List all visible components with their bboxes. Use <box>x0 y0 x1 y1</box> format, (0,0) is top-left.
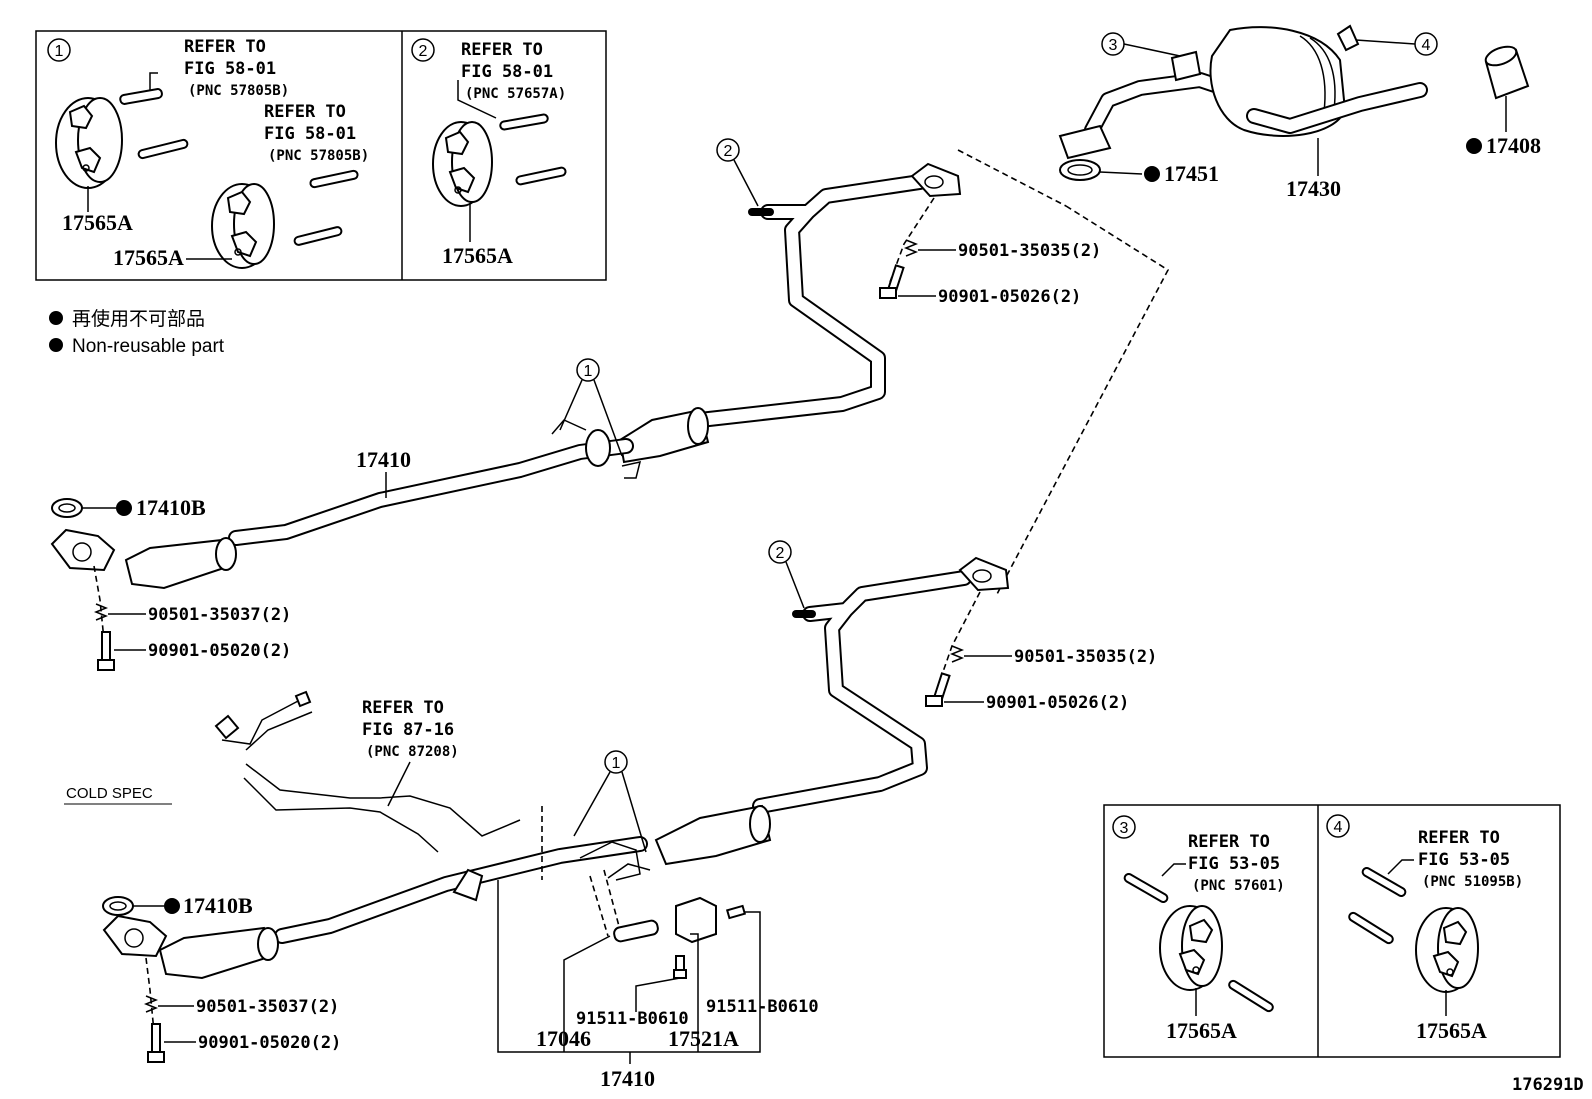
inset-1: 1 REFER TO FIG 58-01 (PNC 57805B) REFER … <box>47 37 369 270</box>
bolt-icon <box>879 264 905 299</box>
legend: 再使用不可部品 Non-reusable part <box>49 308 225 357</box>
rubber-hanger-icon <box>432 121 493 207</box>
inset-4-number: 4 <box>1334 819 1343 836</box>
upper-callout-4: 4 <box>1422 37 1431 54</box>
inset-2-ref-line1: REFER TO <box>461 40 543 60</box>
inset-4: 4 REFER TO FIG 53-05 (PNC 51095B) 17565A <box>1326 814 1523 1043</box>
lower-callout-1: 1 <box>612 755 621 772</box>
inset-3-ref-line1: REFER TO <box>1188 832 1270 852</box>
rubber-hanger-icon <box>1415 907 1479 993</box>
spring-icon <box>903 239 919 257</box>
inset-4-ref-line1: REFER TO <box>1418 828 1500 848</box>
rear-muffler-assembly <box>1058 24 1428 181</box>
inset-2-ref-line2: FIG 58-01 <box>461 62 553 82</box>
upper-callout-2: 2 <box>724 143 733 160</box>
lower-part-17410B: 17410B <box>183 893 253 918</box>
tail-pipe-tip <box>1484 45 1530 100</box>
non-reusable-dot <box>1144 166 1160 182</box>
upper-callout-3: 3 <box>1109 37 1118 54</box>
inset-1-ref2-line1: REFER TO <box>264 102 346 122</box>
inset-1-ref2-line2: FIG 58-01 <box>264 124 356 144</box>
lower-ref-line3: (PNC 87208) <box>366 744 459 760</box>
inset-1-ref1-line1: REFER TO <box>184 37 266 57</box>
part-17408: 17408 <box>1486 133 1541 158</box>
cold-spec-label: COLD SPEC <box>66 785 153 802</box>
lower-exhaust-pipe <box>102 556 1010 980</box>
lower-bolt-90501-35035: 90501-35035(2) <box>1014 647 1157 667</box>
lower-part-17521A: 17521A <box>668 1026 739 1051</box>
lower-ref-line2: FIG 87-16 <box>362 720 454 740</box>
upper-bolt-90501-35035-a: 90501-35035(2) <box>958 241 1101 261</box>
lower-bolt-90901-05020: 90901-05020(2) <box>198 1033 341 1053</box>
lower-part-91511-a: 91511-B0610 <box>576 1009 689 1029</box>
inset-3-part-17565A: 17565A <box>1166 1018 1237 1043</box>
lower-callout-2: 2 <box>776 545 785 562</box>
inset-2-ref-line3: (PNC 57657A) <box>465 86 566 102</box>
upper-callout-1: 1 <box>584 363 593 380</box>
upper-part-17410: 17410 <box>356 447 411 472</box>
lower-ref-line1: REFER TO <box>362 698 444 718</box>
inset-3-ref-line2: FIG 53-05 <box>1188 854 1280 874</box>
bolt-icon <box>673 904 747 979</box>
inset-3-number: 3 <box>1120 820 1129 837</box>
inset-1-ref1-line3: (PNC 57805B) <box>188 83 289 99</box>
non-reusable-dot <box>1466 138 1482 154</box>
inset-2-number: 2 <box>419 43 428 60</box>
rubber-hanger-icon <box>211 183 275 269</box>
part-17451: 17451 <box>1164 161 1219 186</box>
inset-4-part-17565A: 17565A <box>1416 1018 1487 1043</box>
upper-bolt-90901-05020: 90901-05020(2) <box>148 641 291 661</box>
non-reusable-dot <box>164 898 180 914</box>
lower-bolt-90501-35037: 90501-35037(2) <box>196 997 339 1017</box>
figure-id: 176291D <box>1512 1075 1584 1095</box>
lower-part-17046: 17046 <box>536 1026 591 1051</box>
inset-1-part-17565A-a: 17565A <box>62 210 133 235</box>
non-reusable-dot <box>116 500 132 516</box>
legend-cn: 再使用不可部品 <box>72 308 205 330</box>
upper-exhaust-pipe <box>50 162 962 590</box>
inset-1-ref1-line2: FIG 58-01 <box>184 59 276 79</box>
lower-part-17410: 17410 <box>600 1066 655 1091</box>
inset-1-ref2-line3: (PNC 57805B) <box>268 148 369 164</box>
part-17430: 17430 <box>1286 176 1341 201</box>
inset-box-1-2 <box>35 30 607 281</box>
inset-1-part-17565A-b: 17565A <box>113 245 184 270</box>
upper-part-17410B: 17410B <box>136 495 206 520</box>
upper-bolt-90501-35037: 90501-35037(2) <box>148 605 291 625</box>
upper-bolt-90901-05026-a: 90901-05026(2) <box>938 287 1081 307</box>
rubber-hanger-icon <box>55 97 123 189</box>
legend-en: Non-reusable part <box>72 336 225 357</box>
rubber-hanger-icon <box>1159 905 1223 991</box>
inset-3: 3 REFER TO FIG 53-05 (PNC 57601) 17565A <box>1112 815 1285 1043</box>
stud-bolt-icon <box>613 919 659 943</box>
damper-block-icon <box>675 896 717 944</box>
inset-2-part-17565A: 17565A <box>442 243 513 268</box>
inset-4-ref-line2: FIG 53-05 <box>1418 850 1510 870</box>
inset-box-3-4 <box>1103 804 1561 1058</box>
inset-3-ref-line3: (PNC 57601) <box>1192 878 1285 894</box>
inset-2: 2 REFER TO FIG 58-01 (PNC 57657A) 17565A <box>411 38 567 268</box>
inset-1-number: 1 <box>55 43 64 60</box>
inset-4-ref-line3: (PNC 51095B) <box>1422 874 1523 890</box>
lower-part-91511-b: 91511-B0610 <box>706 997 819 1017</box>
lower-bolt-90901-05026: 90901-05026(2) <box>986 693 1129 713</box>
